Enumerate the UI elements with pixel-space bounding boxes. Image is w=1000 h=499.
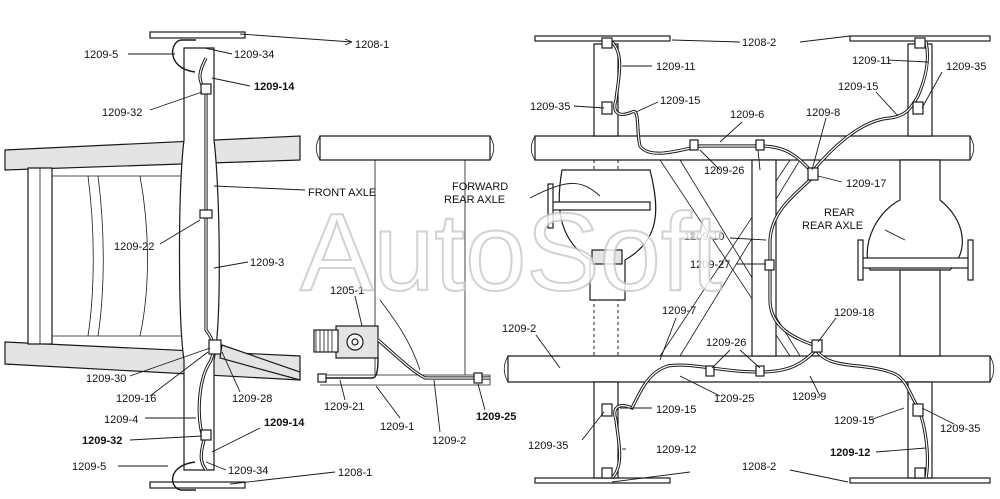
label-1209-22: 1209-22 bbox=[114, 241, 154, 253]
label-1209-34-bottom: 1209-34 bbox=[228, 465, 268, 477]
front-tire-top bbox=[149, 31, 246, 39]
label-1209-5-bottom: 1209-5 bbox=[72, 461, 106, 473]
fwd-rear-tire-bottom bbox=[534, 477, 671, 484]
leader-lines bbox=[118, 33, 955, 485]
label-1209-12-left: 1209-12 bbox=[656, 444, 696, 456]
label-1208-2-top: 1208-2 bbox=[742, 37, 776, 49]
label-forward: FORWARD bbox=[452, 181, 508, 193]
label-1209-35-top-left: 1209-35 bbox=[530, 101, 570, 113]
front-hose-loop-top bbox=[171, 39, 196, 73]
label-1209-25-left: 1209-25 bbox=[476, 411, 516, 423]
label-1209-8: 1209-8 bbox=[806, 107, 840, 119]
label-1209-35-bottom-right: 1209-35 bbox=[940, 423, 980, 435]
steering-arm bbox=[219, 344, 301, 381]
label-1208-2-bottom: 1208-2 bbox=[742, 461, 776, 473]
label-1209-14-top: 1209-14 bbox=[254, 81, 295, 93]
label-1209-16: 1209-16 bbox=[116, 393, 156, 405]
label-1209-15-bottom-right: 1209-15 bbox=[834, 415, 874, 427]
label-1209-5-top: 1209-5 bbox=[84, 49, 118, 61]
label-rear-axle-forward: REAR AXLE bbox=[444, 194, 505, 206]
label-1209-7: 1209-7 bbox=[662, 305, 696, 317]
label-1205-1: 1205-1 bbox=[330, 285, 364, 297]
label-1209-32-bottom: 1209-32 bbox=[82, 435, 122, 447]
brake-valve-1205-1 bbox=[313, 325, 379, 359]
rear-tee-bottom bbox=[811, 339, 823, 353]
label-1209-12-right: 1209-12 bbox=[830, 447, 870, 459]
label-1209-11-left: 1209-11 bbox=[656, 61, 696, 73]
label-1209-11-right: 1209-11 bbox=[852, 55, 892, 67]
label-1209-17: 1209-17 bbox=[846, 178, 886, 190]
label-1209-1: 1209-1 bbox=[380, 421, 414, 433]
label-rear-axle-rear: REAR AXLE bbox=[802, 220, 863, 232]
front-hose-loop-bottom bbox=[171, 461, 196, 491]
label-1209-2-bottom: 1209-2 bbox=[432, 435, 466, 447]
label-1209-30: 1209-30 bbox=[86, 373, 126, 385]
label-1209-10: 1209-10 bbox=[684, 231, 724, 243]
label-1209-35-bottom-left: 1209-35 bbox=[528, 440, 568, 452]
label-1209-26-bottom: 1209-26 bbox=[706, 337, 746, 349]
label-1209-28: 1209-28 bbox=[232, 393, 272, 405]
part-labels: 1208-1 1209-5 1209-34 1209-14 1209-32 FR… bbox=[72, 37, 986, 479]
label-1209-3: 1209-3 bbox=[250, 257, 284, 269]
label-1208-1-bottom: 1208-1 bbox=[338, 467, 372, 479]
label-1209-4: 1209-4 bbox=[104, 414, 138, 426]
mid-frame-rail-top bbox=[319, 135, 491, 161]
rear-axles-section bbox=[503, 35, 995, 484]
label-1209-6: 1209-6 bbox=[730, 109, 764, 121]
label-1208-1-top: 1208-1 bbox=[355, 39, 389, 51]
rear-tee-top bbox=[807, 167, 819, 181]
label-1209-34-top: 1209-34 bbox=[234, 49, 274, 61]
rear-rear-tire-bottom bbox=[849, 477, 991, 484]
rear-rear-differential bbox=[866, 159, 963, 271]
label-1209-26-top: 1209-26 bbox=[704, 165, 744, 177]
front-tire-bottom bbox=[149, 481, 246, 489]
label-1209-9: 1209-9 bbox=[792, 391, 826, 403]
center-cross-member bbox=[751, 159, 777, 357]
front-axle-assembly bbox=[4, 31, 301, 491]
forward-rear-axle-section bbox=[313, 135, 495, 386]
label-1209-15-top-right: 1209-15 bbox=[838, 81, 878, 93]
label-1209-14-bottom: 1209-14 bbox=[264, 417, 305, 429]
label-1209-2-mid: 1209-2 bbox=[502, 323, 536, 335]
label-1209-21: 1209-21 bbox=[324, 401, 364, 413]
front-frame-rail-top bbox=[4, 135, 301, 171]
label-1209-15-top-left: 1209-15 bbox=[660, 95, 700, 107]
label-1209-32-top: 1209-32 bbox=[102, 107, 142, 119]
rear-frame-rail-top bbox=[534, 135, 971, 161]
label-1209-27: 1209-27 bbox=[690, 259, 730, 271]
label-1209-18: 1209-18 bbox=[834, 307, 874, 319]
front-tee-fitting bbox=[208, 339, 222, 355]
label-1209-35-top-right: 1209-35 bbox=[946, 61, 986, 73]
label-front-axle: FRONT AXLE bbox=[308, 187, 376, 199]
label-1209-25-right: 1209-25 bbox=[714, 393, 754, 405]
label-rear: REAR bbox=[824, 207, 855, 219]
label-1209-15-bottom-left: 1209-15 bbox=[656, 404, 696, 416]
watermark: AutoSoft bbox=[300, 191, 722, 314]
rear-frame-rail-bottom bbox=[507, 355, 991, 383]
